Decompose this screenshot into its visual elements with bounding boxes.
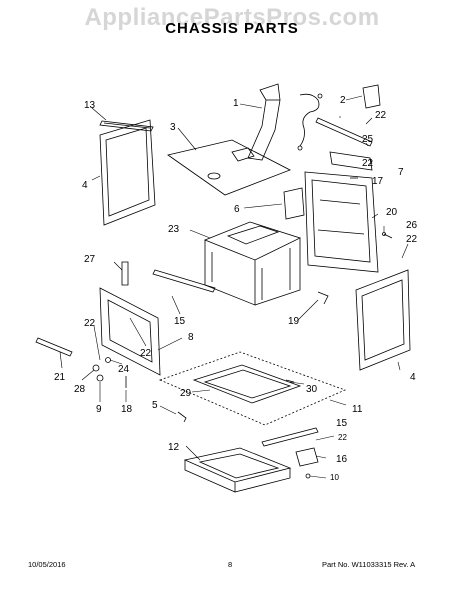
part-9-knob [96,374,104,382]
callout-22-e: 22 [140,348,152,359]
part-25-rod [315,117,373,147]
callout-26: 26 [406,220,418,231]
part-1-vent-duct [247,83,281,161]
callout-1: 1 [233,98,239,109]
callout-22-f: 22 [338,433,347,442]
callout-6: 6 [234,204,240,215]
part-8-door-frame [99,287,161,376]
part-4-door-panel-right [355,269,411,371]
part-10-screw [305,473,311,479]
part-12-drawer [183,447,292,493]
part-19-clip [317,291,329,305]
callout-25: 25 [362,134,374,145]
callout-21: 21 [54,372,66,383]
callout-20: 20 [386,207,398,218]
part-23-oven-cavity [203,221,302,306]
part-24-fastener [105,357,111,363]
callout-9: 9 [96,404,102,415]
callout-22-d: 22 [84,318,96,329]
part-7-bracket [329,151,373,171]
callout-13: 13 [84,100,96,111]
part-3-top-panel [167,139,291,196]
part-16-glide [295,447,319,467]
callout-16: 16 [336,454,348,465]
callout-7: 7 [398,167,404,178]
callout-30: 30 [306,384,318,395]
callout-8: 8 [188,332,194,343]
callout-4-right: 4 [410,372,416,383]
callout-12: 12 [168,442,180,453]
part-22-bracket-top [362,84,381,109]
part-11-outline [158,351,347,426]
callout-15: 15 [174,316,186,327]
callout-4-left: 4 [82,180,88,191]
part-27-hinge [121,261,129,286]
callout-labels: 13 4 1 3 2 22 25 22 7 17 6 20 23 26 22 2… [54,95,418,482]
part-20-back-panel [304,171,379,273]
part-29-tray [192,364,302,404]
callout-22-a: 22 [375,110,387,121]
callout-24: 24 [118,364,130,375]
part-26-screw [382,232,393,239]
part-6-insulation [283,187,305,220]
callout-27: 27 [84,254,96,265]
footer-part-no: Part No. W11033315 Rev. A [322,560,416,569]
part-28-fastener [92,364,100,372]
part-15-strip [152,269,216,293]
page-title: CHASSIS PARTS [165,20,299,37]
callout-19: 19 [288,316,300,327]
callout-2: 2 [340,95,346,106]
footer-date: 10/05/2016 [28,560,66,569]
callout-28: 28 [74,384,86,395]
part-21-strip [35,337,73,357]
part-5-fastener [177,411,187,423]
callout-11: 11 [352,404,363,415]
watermark: AppliancePartsPros.com [84,4,380,31]
callout-29: 29 [180,388,192,399]
callout-5: 5 [152,400,158,411]
part-4-door-panel-left [99,119,156,226]
callout-10: 10 [330,473,339,482]
callout-14: 15 [336,418,348,429]
callout-18: 18 [121,404,133,415]
callout-22-c: 22 [406,234,418,245]
part-2-wire-harness [297,93,323,151]
callout-3: 3 [170,122,176,133]
footer-page: 8 [228,560,233,569]
callout-22-b: 22 [362,158,374,169]
part-13-trim [99,120,154,132]
part-14-rail [261,427,319,447]
callout-17: 17 [372,176,384,187]
part-30-bracket [285,379,295,383]
callout-23: 23 [168,224,180,235]
